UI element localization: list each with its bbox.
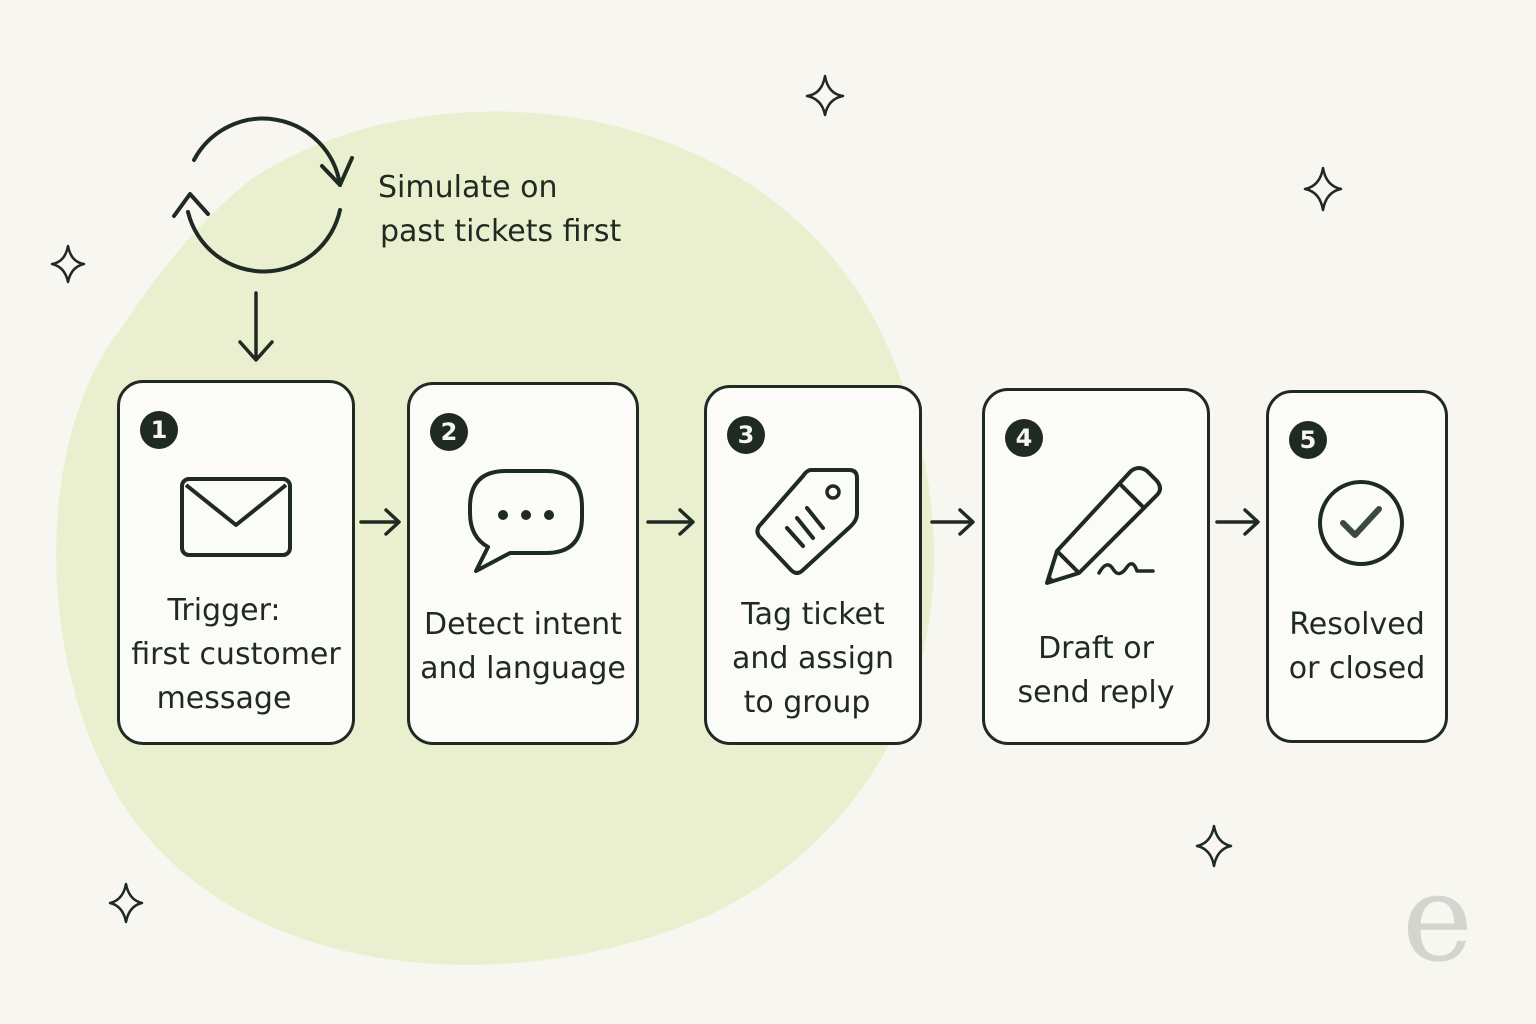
sparkle-icon (50, 244, 86, 284)
step-label-line: first customer (131, 637, 341, 672)
step-number-badge: 4 (1005, 419, 1043, 457)
sparkle-icon (805, 74, 845, 117)
step-number-badge: 5 (1289, 421, 1327, 459)
step-label-line: Resolved (1289, 607, 1425, 642)
flow-arrow-2-3 (646, 508, 695, 536)
tag-icon (755, 468, 859, 575)
step-label-line: Detect intent (424, 607, 622, 642)
step-card-1: 1 Trigger: first customer message (117, 380, 355, 745)
watermark-logo: e (1402, 850, 1474, 989)
step-label-line: Trigger: (167, 593, 281, 628)
step-card-4: 4 Draft or send reply (982, 388, 1210, 745)
step-number-badge: 3 (727, 416, 765, 454)
step-label-line: to group (743, 685, 871, 720)
envelope-icon (180, 477, 292, 557)
step-label: Detect intent and language (410, 603, 636, 691)
sparkle-icon (1303, 166, 1343, 212)
step-label: Resolved or closed (1269, 603, 1445, 691)
refresh-cycle-icon (172, 116, 354, 274)
pencil-icon (1045, 466, 1162, 585)
check-circle-icon (1318, 480, 1404, 566)
loop-label-line: Simulate on (378, 170, 558, 205)
step-label-line: or closed (1288, 651, 1426, 686)
step-label-line: and language (420, 651, 626, 686)
step-label-line: Tag ticket (741, 597, 885, 632)
step-label: Trigger: first customer message (120, 589, 352, 721)
speech-bubble-icon (468, 469, 584, 573)
step-card-3: 3 Tag ticket and assign to group (704, 385, 922, 745)
step-card-5: 5 Resolved or closed (1266, 390, 1448, 743)
step-number-badge: 1 (140, 411, 178, 449)
sparkle-icon (108, 882, 144, 924)
loop-label: Simulate on past tickets first (378, 166, 648, 254)
step-label-line: message (156, 681, 292, 716)
step-card-2: 2 Detect intent and language (407, 382, 639, 745)
step-number-badge: 2 (430, 413, 468, 451)
flow-arrow-3-4 (930, 508, 975, 536)
loop-down-arrow (238, 291, 274, 362)
flow-arrow-1-2 (359, 508, 401, 536)
sparkle-icon (1195, 824, 1233, 868)
step-label-line: send reply (1017, 675, 1175, 710)
step-label-line: and assign (731, 641, 894, 676)
loop-label-line: past tickets first (380, 214, 622, 249)
step-label: Tag ticket and assign to group (707, 593, 919, 725)
step-label: Draft or send reply (985, 627, 1207, 715)
flow-arrow-4-5 (1215, 508, 1260, 536)
step-label-line: Draft or (1038, 631, 1154, 666)
